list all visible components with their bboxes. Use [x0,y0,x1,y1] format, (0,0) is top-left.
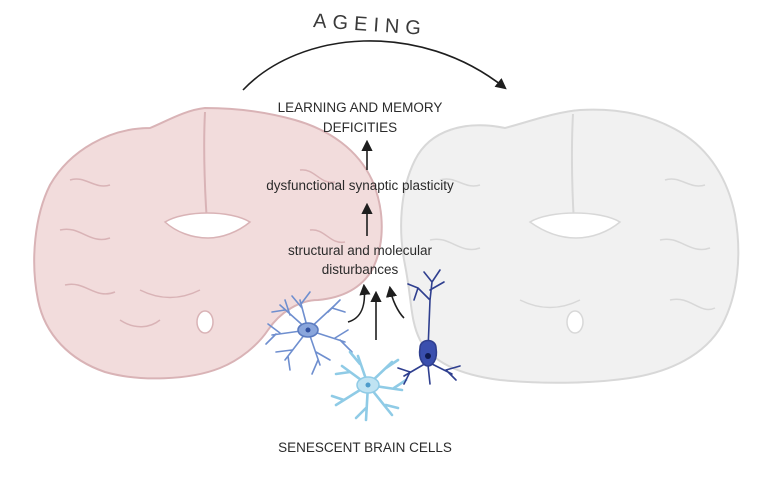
deficits-label-line1: LEARNING AND MEMORY [277,100,443,115]
young-brain [33,106,383,380]
senescent-cells-label: SENESCENT BRAIN CELLS [278,440,452,455]
aged-brain [400,108,740,384]
microglia-cell [265,291,353,375]
astrocyte-cell [330,350,408,422]
neuron-cell [397,269,461,385]
disturbances-label-line1: structural and molecular [287,243,433,258]
arrow-neuron-to-disturbances [385,285,405,319]
ageing-arrow [242,40,507,91]
deficits-label-line2: DEFICITIES [322,120,398,135]
disturbances-label-line2: disturbances [321,262,399,277]
arrow-microglia-to-disturbances [347,283,371,323]
plasticity-label: dysfunctional synaptic plasticity [266,178,454,193]
